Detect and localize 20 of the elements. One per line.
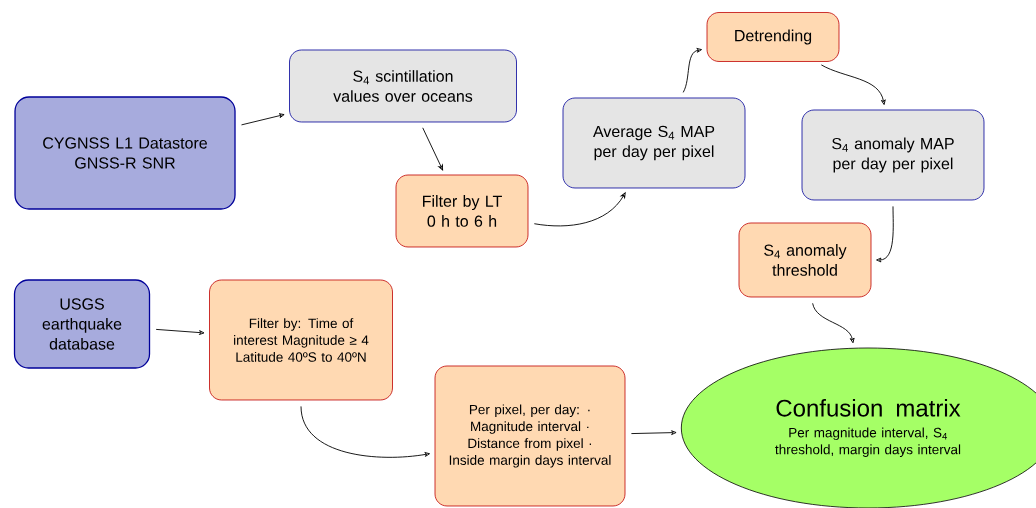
arrow bbox=[155, 328, 205, 335]
arrow bbox=[422, 127, 444, 171]
filter-box: Filter by: Time of interest Magnitude ≥ 4 Latitude 40ºS to 40ºN bbox=[209, 279, 393, 401]
arrow bbox=[630, 430, 677, 436]
filter-box: Detrending bbox=[706, 12, 840, 62]
source-box: USGS earthquake database bbox=[13, 279, 151, 369]
arrow bbox=[820, 64, 886, 105]
arrow bbox=[876, 205, 894, 263]
arrow bbox=[682, 48, 702, 93]
filter-box: Per pixel, per day: · Magnitude interval · Distance from pixel · Inside margin days interval bbox=[434, 365, 626, 507]
source-box: CYGNSS L1 Datastore GNSS-R SNR bbox=[14, 96, 236, 210]
filter-box: S$_{4}$ anomaly threshold bbox=[738, 222, 872, 298]
arrow bbox=[300, 405, 430, 458]
process-box: S$_{4}$ scintillation values over oceans bbox=[289, 49, 517, 123]
process-box: Average S$_{4}$ MAP per day per pixel bbox=[562, 97, 746, 189]
arrow bbox=[241, 113, 285, 126]
arrow bbox=[812, 302, 855, 344]
process-box: S$_{4}$ anomaly MAP per day per pixel bbox=[801, 109, 985, 201]
filter-box: Filter by LT 0 h to 6 h bbox=[395, 174, 529, 248]
arrow bbox=[533, 192, 626, 227]
